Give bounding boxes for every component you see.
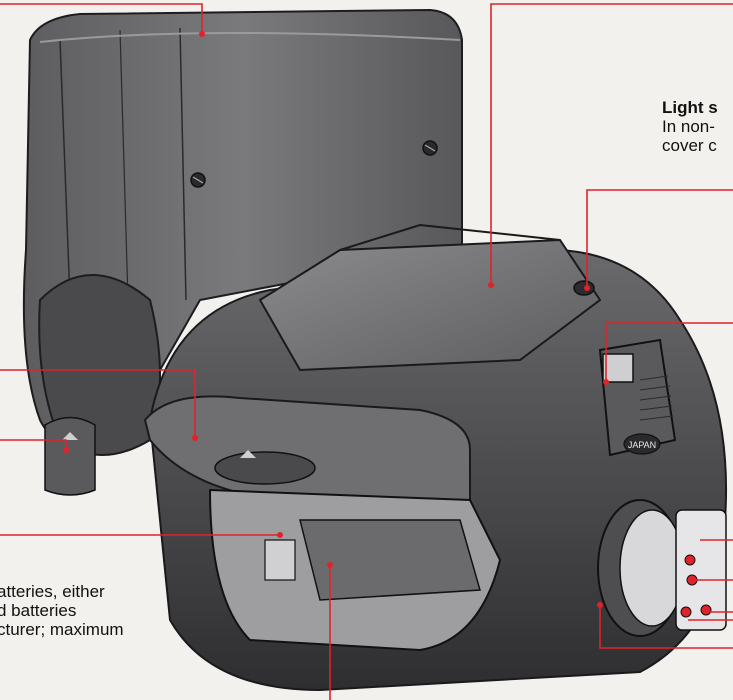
japan-mark: JAPAN: [628, 440, 656, 450]
battery-line-2: d batteries: [0, 601, 77, 620]
screw-icon: [190, 172, 206, 188]
screw-icon: [422, 140, 438, 156]
light-sensor-line-2: cover c: [662, 136, 717, 155]
battery-line-3: cturer; maximum: [0, 620, 124, 639]
light-sensor-caption: Light s In non- cover c: [662, 98, 718, 155]
release-lever[interactable]: [44, 416, 96, 496]
flash-head: [22, 8, 463, 456]
arrow-up-icon: [62, 432, 78, 440]
battery-cover[interactable]: [143, 395, 471, 501]
callout-lines: [0, 3, 733, 700]
battery-line-1: atteries, either: [0, 582, 105, 601]
battery-caption: atteries, either d batteries cturer; max…: [0, 582, 124, 639]
arrow-up-icon: [240, 450, 256, 458]
contact-pins: [680, 554, 712, 618]
mount-ring[interactable]: [597, 499, 727, 637]
japan-badge: JAPAN: [623, 433, 661, 455]
light-sensor-title: Light s: [662, 98, 718, 117]
battery-chamber: [208, 488, 502, 652]
sensor-tower: [598, 338, 677, 457]
light-sensor-line-1: In non-: [662, 117, 715, 136]
